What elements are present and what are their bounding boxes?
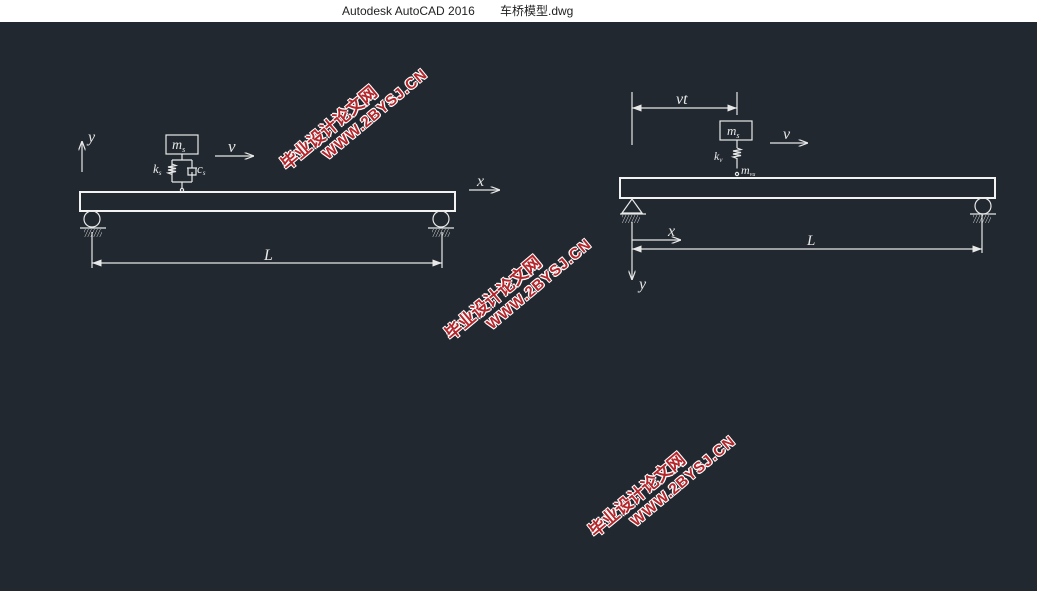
vehicle: ms kv mvu: [714, 120, 755, 178]
damper-icon: [187, 167, 197, 182]
roller-support: [970, 197, 996, 223]
spring-label: ks: [153, 161, 162, 177]
spring-icon: [165, 163, 179, 176]
pin-support: [620, 197, 646, 223]
y-axis: y: [632, 222, 647, 293]
beam: [79, 191, 456, 212]
y-axis-label: y: [637, 276, 647, 293]
beam: [619, 177, 996, 199]
spring-icon: [730, 147, 744, 169]
velocity: v: [215, 137, 254, 156]
roller-support-right: [428, 210, 454, 237]
drawing-canvas[interactable]: L y x ms ks cs v: [0, 22, 1037, 591]
spring-label: kv: [714, 149, 723, 164]
mass-label: ms: [172, 138, 185, 154]
wheel-mass-label: mvu: [741, 163, 755, 178]
length-label: L: [806, 233, 815, 249]
vehicle: ms ks cs: [153, 134, 206, 193]
x-axis: x: [632, 223, 681, 240]
velocity-label: v: [228, 137, 236, 156]
x-axis: x: [469, 173, 500, 190]
file-name: 车桥模型.dwg: [500, 4, 574, 18]
x-axis-label: x: [476, 173, 484, 190]
right-vehicle-bridge-model: vt ms kv mvu v x L y: [619, 91, 996, 293]
damper-label: cs: [197, 161, 206, 177]
velocity-label: v: [783, 126, 791, 143]
left-vehicle-bridge-model: L y x ms ks cs v: [80, 129, 500, 268]
mass-label: ms: [727, 123, 740, 140]
length-label: L: [263, 247, 273, 264]
app-title: Autodesk AutoCAD 2016: [342, 4, 475, 18]
x-axis-label: x: [667, 223, 675, 240]
length-dimension: L: [632, 214, 983, 253]
distance-label: vt: [676, 91, 688, 108]
y-axis-label: y: [86, 129, 96, 146]
distance-dimension: vt: [631, 91, 738, 145]
title-bar: Autodesk AutoCAD 2016 车桥模型.dwg: [0, 0, 1037, 22]
length-dimension: L: [91, 232, 443, 268]
velocity: v: [770, 126, 808, 143]
y-axis: y: [82, 129, 96, 172]
roller-support-left: [80, 210, 106, 237]
